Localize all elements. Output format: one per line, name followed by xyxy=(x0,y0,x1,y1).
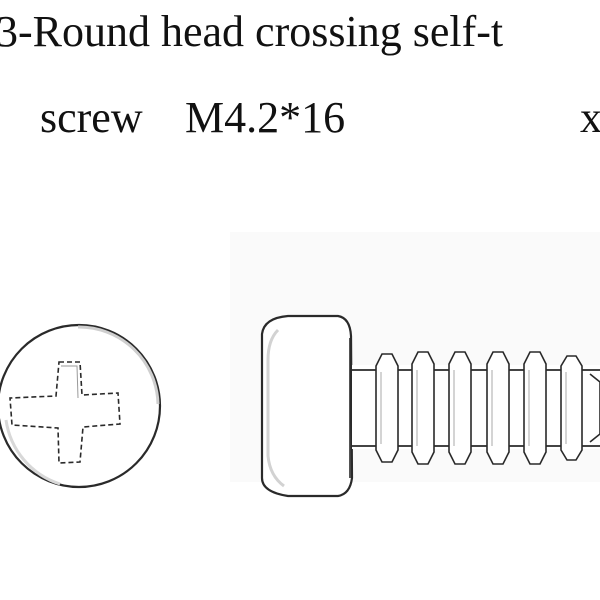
screw-head-top-view-icon xyxy=(0,323,162,489)
quantity-label: x xyxy=(580,93,600,142)
screw-side-view-icon xyxy=(260,314,600,498)
spec-size: M4.2*16 xyxy=(185,93,346,142)
part-title: 3-Round head crossing self-t xyxy=(0,7,504,56)
spec-name: screw xyxy=(40,93,143,142)
part-spec: screw M4.2*16 xyxy=(40,92,345,144)
